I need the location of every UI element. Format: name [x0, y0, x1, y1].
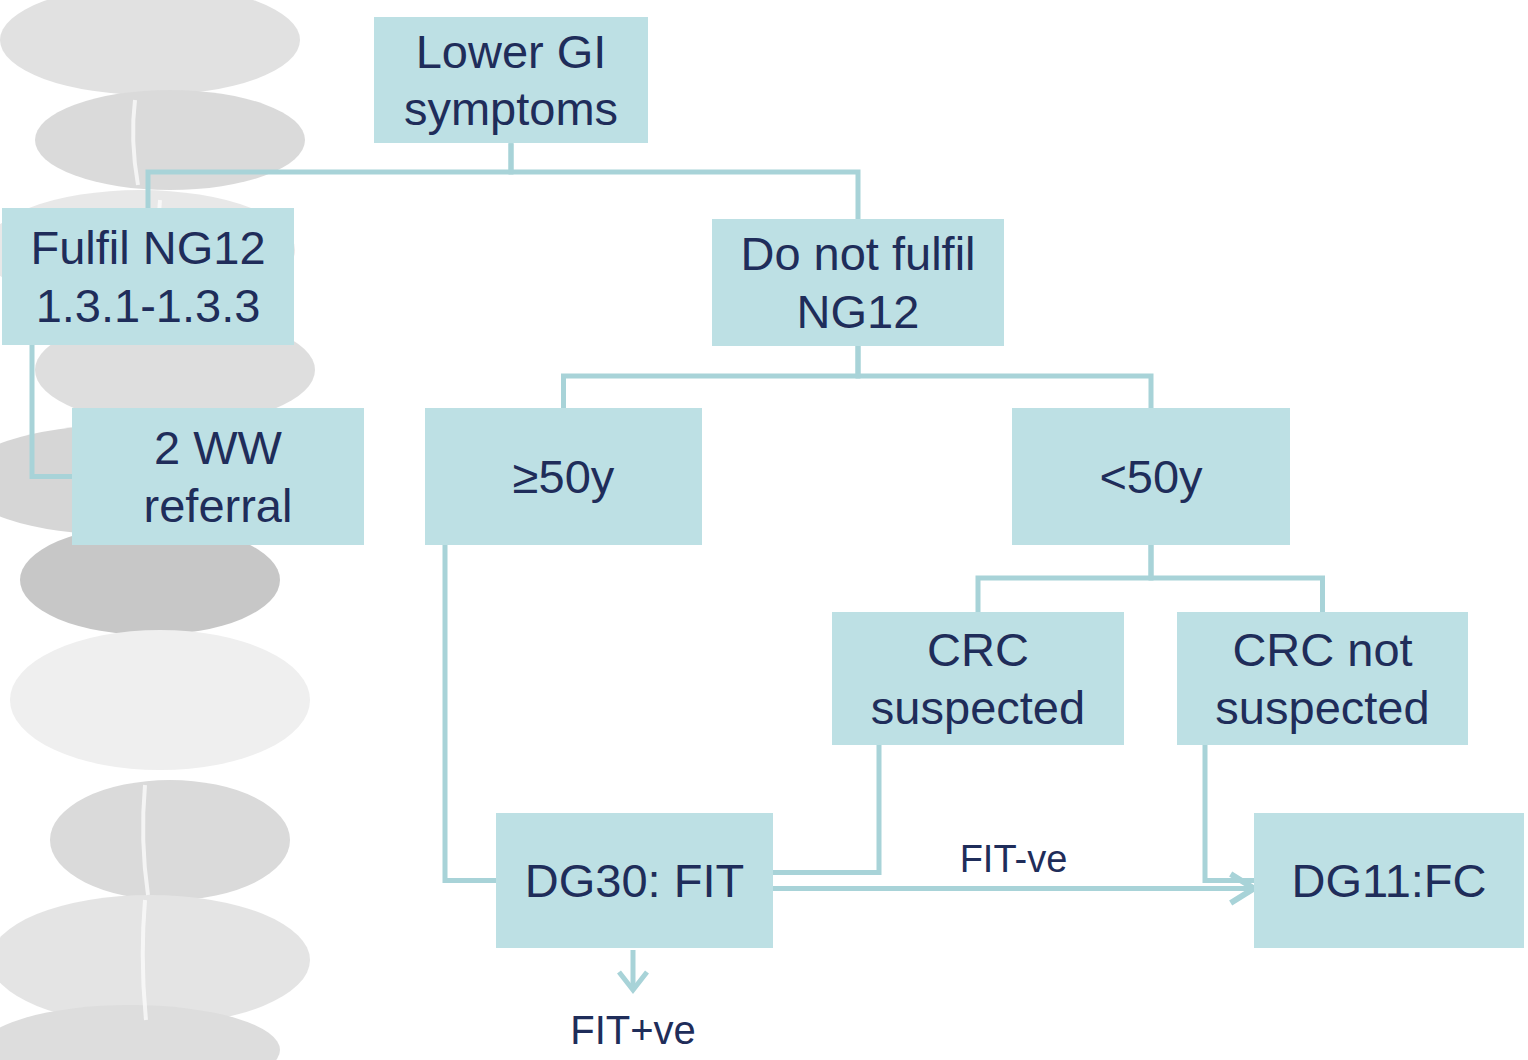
edge-label: FIT-ve [956, 838, 1072, 881]
suspicion-box: CRC suspected [832, 612, 1124, 745]
age-box: <50y [1012, 408, 1290, 545]
box-label: DG11:FC [1284, 852, 1495, 909]
connector-line [445, 545, 496, 881]
criteria-box: Fulfil NG12 1.3.1-1.3.3 [2, 208, 294, 345]
connector-line [858, 346, 1151, 408]
box-label: CRC suspected [832, 621, 1124, 736]
box-label: Fulfil NG12 1.3.1-1.3.3 [2, 219, 294, 334]
box-label: DG30: FIT [517, 852, 752, 909]
criteria-box: Do not fulfil NG12 [712, 219, 1004, 346]
test-box: DG11:FC [1254, 813, 1524, 948]
connector-line [978, 545, 1151, 612]
connector-line [511, 143, 858, 219]
box-label: Do not fulfil NG12 [712, 225, 1004, 340]
age-box: ≥50y [425, 408, 702, 545]
connector-line [773, 745, 879, 873]
suspicion-box: CRC not suspected [1177, 612, 1468, 745]
connector-arrow [773, 886, 1254, 891]
connector-line [148, 143, 511, 208]
connector-line [1151, 545, 1323, 612]
connector-line [32, 345, 72, 477]
box-label: Lower GI symptoms [374, 23, 648, 138]
box-label: 2 WW referral [72, 419, 364, 534]
start-box: Lower GI symptoms [374, 17, 648, 144]
test-box: DG30: FIT [496, 813, 773, 948]
outcome-label: FIT+ve [570, 1008, 696, 1053]
connector-line [1205, 745, 1254, 881]
connector-line [564, 346, 859, 408]
box-label: ≥50y [505, 448, 623, 505]
fit-positive-arrow [619, 950, 647, 990]
referral-box: 2 WW referral [72, 408, 364, 545]
box-label: CRC not suspected [1177, 621, 1468, 736]
box-label: <50y [1091, 448, 1210, 505]
